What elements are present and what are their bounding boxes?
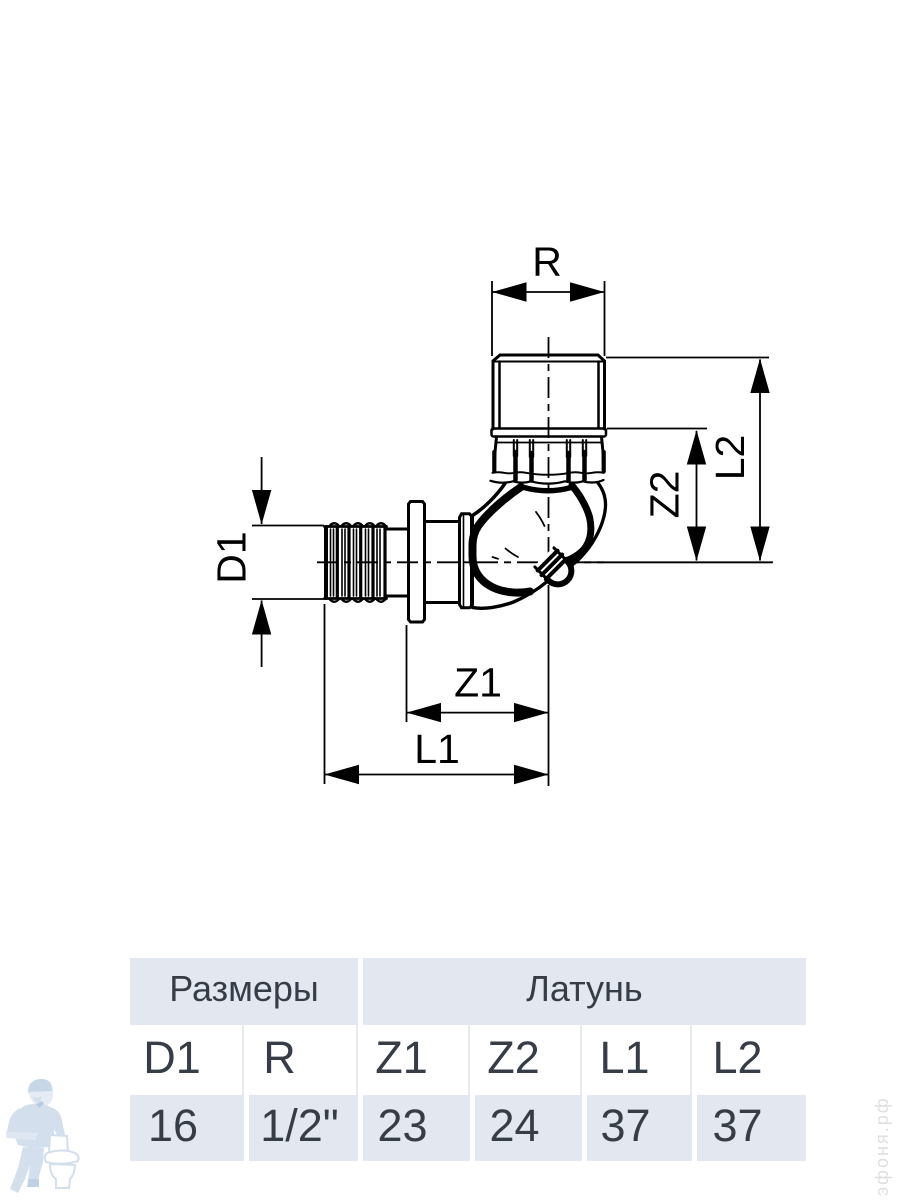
svg-text:L2: L2 xyxy=(707,435,753,481)
svg-text:Z1: Z1 xyxy=(454,660,502,706)
svg-text:L1: L1 xyxy=(414,726,460,772)
svg-text:эфоня.рф: эфоня.рф xyxy=(872,1096,892,1196)
svg-text:Z2: Z2 xyxy=(642,471,688,519)
svg-text:R: R xyxy=(532,239,562,285)
svg-text:D1: D1 xyxy=(209,531,255,583)
